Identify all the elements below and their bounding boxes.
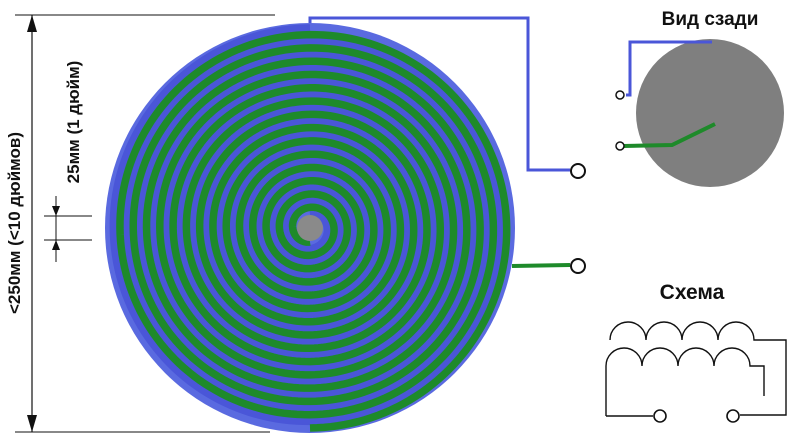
schematic-inductor-top [609, 321, 787, 416]
blue-lead-wire [308, 16, 570, 172]
rear-view-terminal-top [615, 90, 625, 100]
rear-view-title: Вид сзади [662, 9, 759, 30]
rear-view-terminal-bottom [615, 141, 625, 151]
schematic-terminal-right [726, 409, 740, 423]
rear-view-disc [636, 39, 784, 187]
main-coil [105, 23, 515, 433]
terminal-bottom [570, 258, 586, 274]
rear-view-blue-wire [626, 40, 712, 97]
pitch-label: 25мм (1 дюйм) [64, 61, 83, 184]
coil-center-hub [297, 215, 323, 241]
overall-size-label: <250мм (<10 дюймов) [5, 132, 24, 314]
coil-leads [308, 16, 586, 274]
green-lead-wire [511, 263, 571, 268]
terminal-top [570, 163, 586, 179]
spiral-winding-green [116, 30, 511, 432]
pitch-dimension: 25мм (1 дюйм) [44, 61, 92, 262]
spiral-winding-blue [109, 24, 504, 426]
schematic-inductor-bottom [605, 347, 765, 416]
schematic-title: Схема [660, 281, 725, 304]
rear-view-green-wire [622, 122, 716, 148]
rear-view: Вид сзади [615, 9, 784, 187]
schematic: Схема [605, 281, 787, 423]
overall-dimension: <250мм (<10 дюймов) [5, 14, 275, 433]
schematic-terminal-left [653, 409, 667, 423]
